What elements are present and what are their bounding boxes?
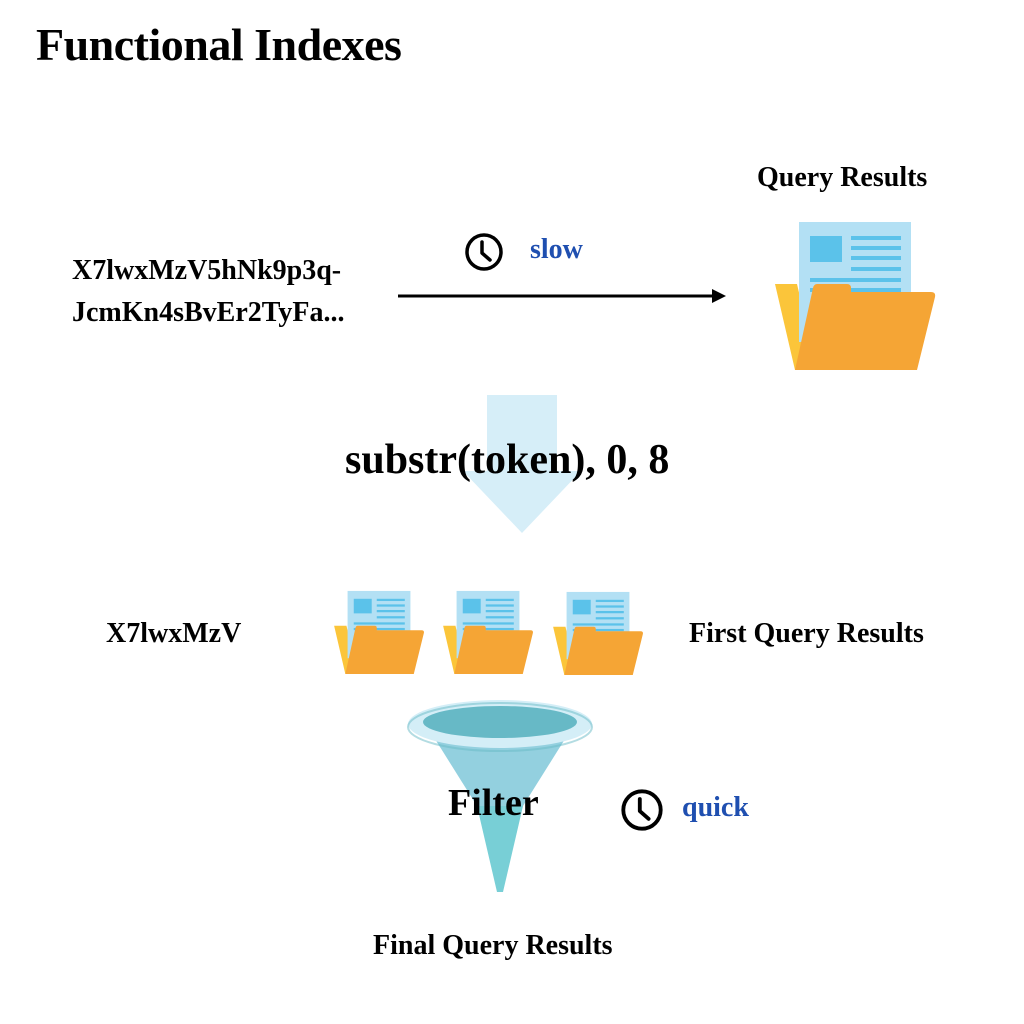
prefix-label: X7lwxMzV	[106, 618, 242, 649]
query-results-label: Query Results	[757, 162, 928, 193]
page-title: Functional Indexes	[36, 19, 402, 70]
first-query-results-label: First Query Results	[689, 618, 924, 649]
down-arrow-icon	[463, 395, 581, 533]
clock-icon-quick	[621, 789, 663, 831]
speed-label-quick: quick	[682, 792, 749, 823]
folder-document-icon-3	[553, 591, 643, 675]
funnel-icon	[407, 700, 593, 892]
clock-icon	[465, 233, 503, 271]
speed-label-slow: slow	[530, 234, 583, 265]
final-query-results-label: Final Query Results	[373, 930, 613, 961]
filter-label: Filter	[448, 782, 539, 824]
folder-document-icon-1	[334, 590, 424, 674]
folder-document-icon	[775, 222, 936, 370]
transform-label: substr(token), 0, 8	[345, 437, 670, 483]
token-line-1: X7lwxMzV5hNk9p3q-	[72, 255, 342, 286]
token-text: X7lwxMzV5hNk9p3q- JcmKn4sBvEr2TyFa...	[72, 250, 344, 334]
folder-document-icon-2	[443, 590, 533, 674]
token-line-2: JcmKn4sBvEr2TyFa...	[72, 297, 345, 328]
right-arrow	[398, 289, 726, 303]
